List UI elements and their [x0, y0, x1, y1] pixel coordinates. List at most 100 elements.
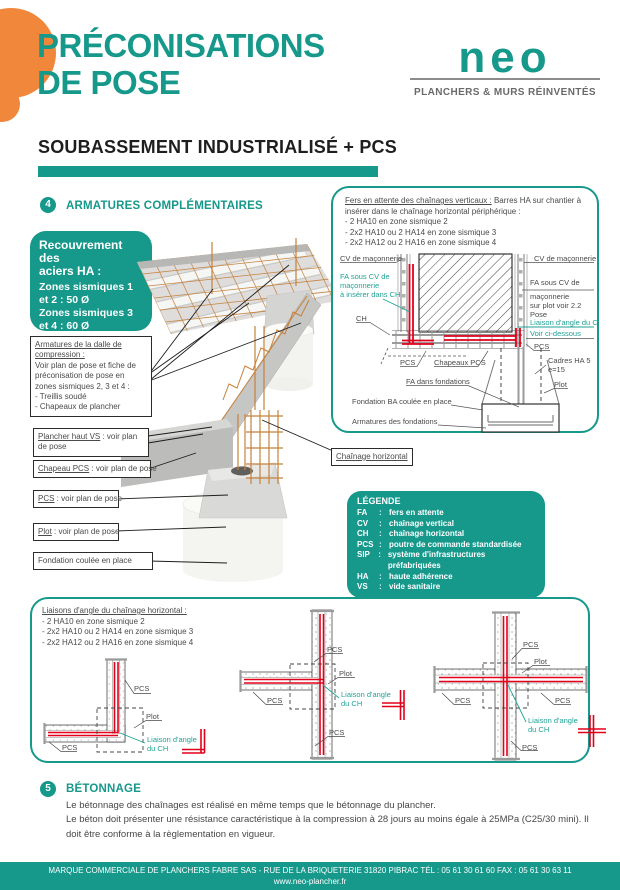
- label-pcs-left: PCS: [400, 358, 415, 367]
- detail-item: - 2x2 HA12 ou 2 HA16 en zone sismique 4: [345, 238, 497, 248]
- label-fa-left-2: maçonnerie: [340, 281, 379, 290]
- callout-armatures-item: - Treillis soudé: [35, 391, 87, 401]
- footer-website[interactable]: www.neo-plancher.fr: [273, 877, 347, 886]
- label-fondation-ba: Fondation BA coulée en place: [352, 397, 452, 406]
- logo-underline: [410, 78, 600, 80]
- legend-sep: :: [379, 582, 382, 592]
- label-pcs-right: PCS: [534, 342, 549, 351]
- callout-armatures-item: - Chapeaux de plancher: [35, 402, 121, 412]
- callout-chapeau-rest: : voir plan de pose: [89, 464, 157, 473]
- recouvrement-line: Zones sismiques 1: [39, 280, 133, 293]
- legend-abbr: FA: [357, 508, 368, 517]
- recouvrement-box: Recouvrement des aciers HA : Zones sismi…: [30, 231, 152, 332]
- legend-sep: :: [379, 571, 382, 581]
- recouvrement-title-2: aciers HA :: [39, 264, 102, 279]
- label-liaison-1: Liaison d'angle: [147, 735, 197, 744]
- label-pcs: PCS: [522, 743, 537, 752]
- legend-sep: :: [379, 529, 382, 539]
- liaisons-intro-lead: Liaisons d'angle du chaînage horizontal …: [42, 606, 187, 615]
- legend-row: HA: haute adhérence: [357, 572, 535, 583]
- label-liaison-1: Liaison d'angle: [341, 690, 391, 699]
- callout-chapeau-pcs: Chapeau PCS : voir plan de pose: [33, 460, 157, 479]
- callout-pcs: PCS : voir plan de pose: [33, 490, 123, 509]
- label-pcs: PCS: [329, 728, 344, 737]
- legend-desc: poutre de commande standardisée: [389, 539, 522, 549]
- section5-para-1: Le bétonnage des chaînages est réalisé e…: [66, 800, 436, 811]
- document-subtitle: SOUBASSEMENT INDUSTRIALISÉ + PCS: [38, 137, 397, 157]
- legend-desc: chaînage vertical: [389, 518, 454, 528]
- legend-desc: vide sanitaire: [389, 582, 441, 592]
- callout-pcs-lead: PCS: [38, 494, 55, 503]
- callout-pcs-rest: : voir plan de pose: [54, 494, 123, 503]
- callout-fondation-text: Fondation coulée en place: [38, 556, 132, 565]
- detail-intro: Fers en attente des chaînages verticaux …: [345, 196, 591, 249]
- liaisons-item: - 2 HA10 en zone sismique 2: [42, 616, 145, 626]
- label-cadres-1: Cadres HA 5: [548, 356, 591, 365]
- label-pcs: PCS: [134, 684, 149, 693]
- recouvrement-line: Zones sismiques 3: [39, 306, 133, 319]
- section5-paragraph: Le bétonnage des chaînages est réalisé e…: [66, 799, 590, 842]
- legend-row: VS:vide sanitaire: [357, 582, 535, 593]
- label-fa-left-3: à insérer dans CH: [340, 290, 400, 299]
- callout-plancher-haut-vs: Plancher haut VS : voir plan de pose: [33, 428, 149, 457]
- legend-abbr: SIP: [357, 550, 370, 560]
- label-cv-maconnerie-right: CV de maçonnerie: [534, 254, 596, 263]
- legend-title: LÉGENDE: [357, 496, 401, 506]
- page-title-line2: DE POSE: [37, 63, 181, 101]
- callout-armatures-lead: Armatures de la dalle de compression :: [35, 340, 122, 360]
- callout-armatures-body: Voir plan de pose et fiche de préconisat…: [35, 360, 136, 391]
- label-fa-right-4: Pose: [530, 310, 547, 319]
- label-pcs: PCS: [455, 696, 470, 705]
- footer-address: MARQUE COMMERCIALE DE PLANCHERS FABRE SA…: [48, 866, 572, 875]
- legend-sep: :: [379, 518, 382, 528]
- callout-fondation: Fondation coulée en place: [33, 552, 153, 571]
- legend-sep: :: [379, 539, 382, 549]
- legend-desc: fers en attente: [389, 508, 444, 517]
- legend-row: CV:chaînage vertical: [357, 519, 535, 530]
- callout-plot-lead: Plot: [38, 527, 52, 536]
- section4-title: ARMATURES COMPLÉMENTAIRES: [66, 200, 263, 212]
- legend-abbr: CH: [357, 529, 369, 539]
- callout-armatures: Armatures de la dalle de compression : V…: [30, 336, 152, 417]
- label-plot-right: Plot: [554, 380, 568, 389]
- legend-sep: :: [378, 550, 381, 560]
- label-pcs: PCS: [327, 645, 342, 654]
- callout-chainage-text: Chaînage horizontal: [336, 452, 408, 461]
- liaison-diagrams: PCS Plot Liaison d'angle du CH PCS: [43, 609, 606, 761]
- detail-intro-lead: Fers en attente des chaînages verticaux …: [345, 196, 492, 205]
- detail-box: Fers en attente des chaînages verticaux …: [331, 186, 599, 433]
- label-plot: Plot: [146, 712, 160, 721]
- legend-row: SIP: système d'infrastructures préfabriqu…: [357, 550, 535, 571]
- detail-intro-rest: Barres HA sur chantier à insérer dans le…: [345, 196, 582, 216]
- label-cadres-2: e=15: [548, 365, 565, 374]
- illustration-3d: [115, 238, 341, 582]
- callout-plancher-rest: : voir plan de pose: [38, 432, 138, 452]
- label-chapeaux-pcs: Chapeaux PCS: [434, 358, 486, 367]
- label-liaison-2: du CH: [528, 725, 549, 734]
- label-fa-fondations: FA dans fondations: [406, 377, 470, 386]
- label-liaison-angle: Liaison d'angle du CH: [530, 318, 598, 327]
- logo-wordmark: neo: [458, 33, 552, 82]
- detail-item: - 2x2 HA10 ou 2 HA14 en zone sismique 3: [345, 227, 497, 237]
- legend-abbr: HA: [357, 571, 369, 581]
- detail-diagram: CV de maçonnerie FA sous CV de maçonneri…: [340, 253, 598, 433]
- label-pcs: PCS: [267, 696, 282, 705]
- label-pcs: PCS: [62, 743, 77, 752]
- callout-plot-rest: : voir plan de pose: [51, 527, 120, 536]
- callout-chapeau-lead: Chapeau PCS: [38, 464, 90, 473]
- legend-desc: système d'infrastructures préfabriquées: [387, 550, 486, 570]
- section5-number: 5: [40, 781, 56, 797]
- label-fa-right-2: maçonnerie: [530, 292, 569, 301]
- label-voir-ci-dessous: Voir ci-dessous: [530, 329, 581, 338]
- legend-row: CH:chaînage horizontal: [357, 529, 535, 540]
- label-liaison-1: Liaison d'angle: [528, 716, 578, 725]
- label-fa-left-1: FA sous CV de: [340, 272, 390, 281]
- liaisons-box: Liaisons d'angle du chaînage horizontal …: [30, 597, 606, 763]
- section4-number: 4: [40, 197, 56, 213]
- label-pcs: PCS: [555, 696, 570, 705]
- page-title: PRÉCONISATIONS DE POSE: [37, 27, 325, 102]
- label-fa-right-3: sur plot voir 2.2: [530, 301, 581, 310]
- label-armatures-fondations: Armatures des fondations: [352, 417, 438, 426]
- legend-desc: haute adhérence: [389, 571, 453, 581]
